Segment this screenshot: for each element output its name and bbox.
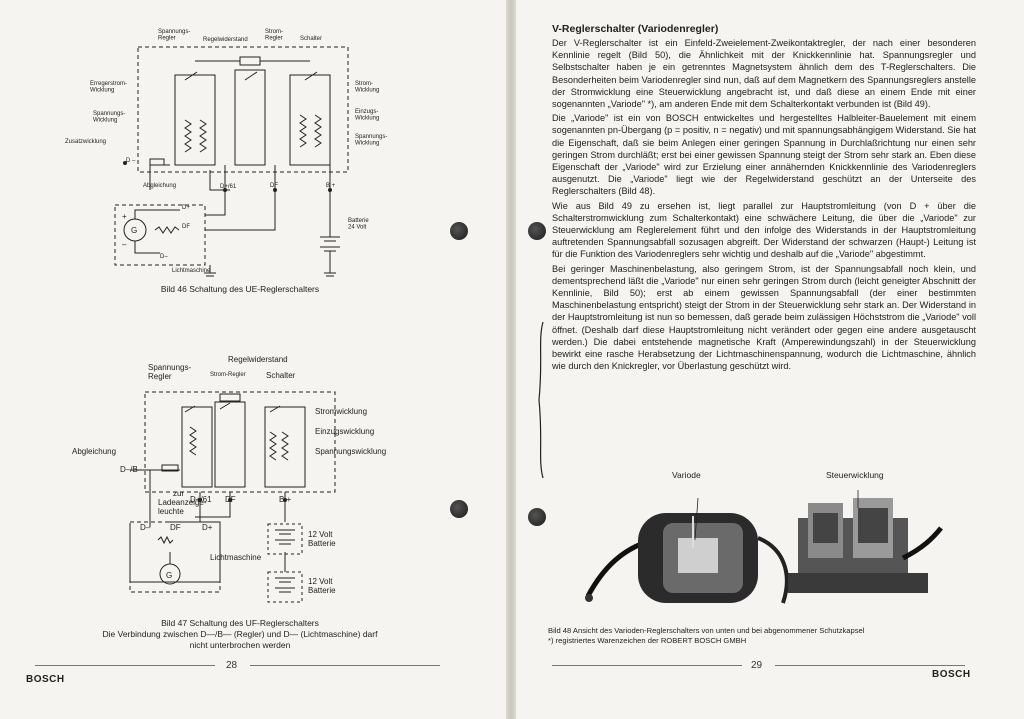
fig46-label-stromwicklung: Strom-Wicklung	[355, 81, 379, 94]
fig48-photo	[585, 490, 943, 604]
fig46-label-regelwiderstand: Regelwiderstand	[203, 37, 248, 43]
fig47-diagram: Spannungs-Regler Regelwiderstand Strom-R…	[72, 355, 386, 603]
fig46-label-lichtmaschine: Lichtmaschine	[172, 268, 211, 274]
fig47-label-regelwiderstand: Regelwiderstand	[228, 355, 288, 364]
fig47-label-stromregler: Strom-Regler	[210, 372, 246, 378]
fig46-label-d61: D+/61	[220, 184, 237, 190]
fig46-label-spannungsregler: Spannungs-Regler	[158, 29, 190, 42]
left-footer-line	[35, 665, 215, 666]
fig47-label-ladeanzeige: Ladeanzeige-leuchte	[158, 498, 207, 516]
paragraph: Der V-Reglerschalter ist ein Einfeld-Zwe…	[552, 38, 976, 110]
punch-hole-icon	[528, 508, 546, 526]
page-gutter	[506, 0, 516, 719]
fig47-label-gen-dminus: D–	[140, 523, 151, 532]
fig46-label-gen-df: DF	[182, 224, 190, 230]
right-footer-line	[552, 665, 742, 666]
punch-hole-icon	[528, 222, 546, 240]
fig47-caption-line1: Bild 47 Schaltung des UF-Reglerschalters	[161, 618, 319, 628]
fig46-diagram: Spannungs-Regler Regelwiderstand Strom-R…	[65, 29, 387, 277]
right-text-column: V-Reglerschalter (Variodenregler) Der V-…	[552, 22, 976, 374]
fig47-label-spannungswicklung: Spannungswicklung	[315, 447, 386, 456]
photo-label-variode: Variode	[672, 470, 701, 480]
fig46-caption: Bild 46 Schaltung des UE-Reglerschalters	[160, 284, 320, 294]
fig46-label-gen-dminus: D–	[160, 254, 168, 260]
fig47-label-bplus: B +	[279, 495, 292, 504]
fig48-caption: Bild 48 Ansicht des Varioden-Reglerschal…	[548, 626, 865, 635]
fig46-label-df: DF	[270, 183, 278, 189]
fig46-label-schalter: Schalter	[300, 36, 322, 42]
left-page-number: 28	[226, 660, 238, 671]
fig46-label-stromregler: Strom-Regler	[265, 29, 283, 42]
left-bosch-brand: BOSCH	[26, 674, 65, 685]
fig46-label-spannungswicklung-right: Spannungs-Wicklung	[355, 134, 387, 147]
margin-bracket-mark	[538, 321, 544, 479]
photo-label-steuerwicklung: Steuerwicklung	[826, 470, 884, 480]
fig47-label-gen-df: DF	[170, 523, 181, 532]
fig46-label-zusatzwicklung: Zusatzwicklung	[65, 139, 106, 145]
fig47-label-g: G	[166, 571, 172, 580]
fig47-label-df: DF	[225, 495, 236, 504]
punch-hole-icon	[450, 500, 468, 518]
right-footer-line-right	[775, 665, 965, 666]
fig47-label-spannungsregler: Spannungs-Regler	[148, 363, 191, 381]
paragraph: Wie aus Bild 49 zu ersehen ist, liegt pa…	[552, 200, 976, 260]
fig47-caption-line2: Die Verbindung zwischen D—/B— (Regler) u…	[102, 629, 378, 639]
footnote: *) registriertes Warenzeichen der ROBERT…	[548, 636, 747, 645]
fig48-caption-block: Bild 48 Ansicht des Varioden-Reglerschal…	[548, 626, 968, 646]
fig46-label-einzugwicklung: Einzugs-Wicklung	[355, 109, 379, 122]
paragraph: Die „Variode" ist ein von BOSCH entwicke…	[552, 113, 976, 197]
fig46-label-minus: –	[122, 240, 127, 249]
paragraph: Bei geringer Maschinenbelastung, also ge…	[552, 263, 976, 372]
fig47-caption-line3: nicht unterbrochen werden	[189, 640, 291, 650]
fig47-label-abgleichung: Abgleichung	[72, 447, 116, 456]
fig47-label-einzugswicklung: Einzugswicklung	[315, 427, 374, 436]
fig47-label-lichtmaschine: Lichtmaschine	[210, 553, 262, 562]
fig46-label-abgleichung: Abgleichung	[143, 183, 176, 189]
punch-hole-icon	[450, 222, 468, 240]
section-heading: V-Reglerschalter (Variodenregler)	[552, 23, 719, 35]
right-page	[514, 0, 1024, 719]
fig47-label-schalter: Schalter	[266, 371, 296, 380]
fig46-label-spannungswicklung: Spannungs-Wicklung	[93, 111, 125, 124]
right-bosch-brand: BOSCH	[932, 669, 971, 680]
fig46-label-bplus: B +	[326, 183, 336, 189]
fig46-label-g: G	[131, 226, 137, 235]
fig47-label-zur: zur	[173, 489, 184, 498]
fig46-label-gen-dplus: D+	[182, 205, 190, 211]
fig47-label-gen-dplus: D+	[202, 523, 213, 532]
fig47-label-d61: D+/61	[190, 495, 212, 504]
left-page	[0, 0, 508, 719]
fig46-label-d-minus: D –	[126, 158, 136, 164]
fig47-label-d-b: D–/B–	[120, 465, 143, 474]
fig46-label-plus: +	[122, 212, 127, 221]
fig47-label-stromwicklung: Stromwicklung	[315, 407, 367, 416]
left-footer-line-right	[250, 665, 440, 666]
fig46-label-erregerstromwicklung: Erregerstrom-Wicklung	[90, 81, 127, 94]
right-page-number: 29	[751, 660, 763, 671]
